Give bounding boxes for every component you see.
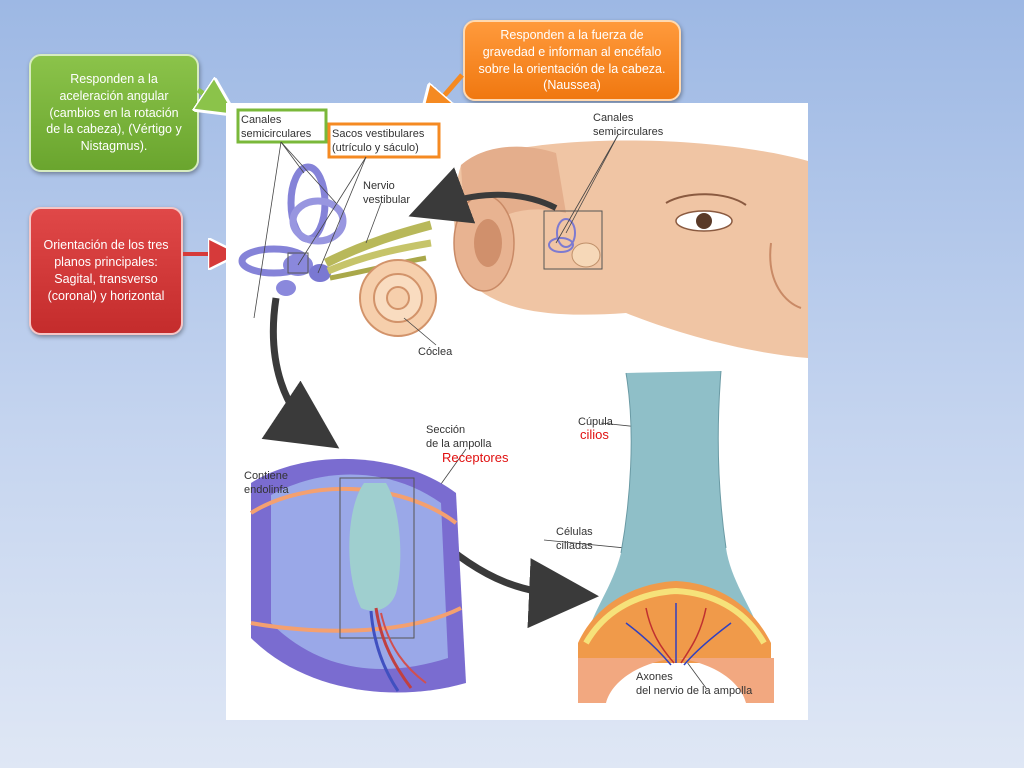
label-axones-line1: Axones (636, 671, 673, 683)
label-seccion-line1: Sección (426, 424, 465, 436)
label-canales2-line2: semicirculares (593, 126, 664, 138)
label-sacos-line1: Sacos vestibulares (332, 128, 425, 140)
labyrinth-illustration (238, 163, 437, 337)
arrow-face-to-ear (408, 167, 558, 224)
label-axones-line2: del nervio de la ampolla (636, 685, 753, 697)
label-canales2-line1: Canales (593, 112, 634, 124)
label-celulas-line1: Células (556, 526, 593, 538)
label-sacos-line2: (utrículo y sáculo) (332, 142, 419, 154)
label-nervio-line2: vestibular (363, 194, 410, 206)
label-seccion-line2: de la ampolla (426, 438, 492, 450)
canales-highlight-box (236, 108, 328, 144)
label-coclea: Cóclea (418, 346, 453, 358)
label-cupula: Cúpula (578, 416, 614, 428)
label-cilios: cilios (580, 427, 609, 442)
green-arrow (198, 90, 228, 110)
label-canales-line2: semicirculares (241, 128, 312, 140)
label-contiene-line1: Contiene (244, 470, 288, 482)
label-nervio-line1: Nervio (363, 180, 395, 192)
inner-ear-figure: Canales semicirculares Sacos vestibulare… (226, 103, 808, 720)
face-illustration (453, 140, 808, 358)
callout-vestibular-sacs: Responden a la fuerza de gravedad e info… (463, 20, 681, 101)
arrow-ear-to-section (261, 297, 340, 449)
sacos-highlight-box (327, 122, 441, 159)
label-celulas-line2: ciliadas (556, 540, 593, 552)
callout-semicircular-canals: Responden a la aceleración angular (camb… (29, 54, 199, 172)
cupula-illustration (578, 370, 774, 703)
callout-three-planes: Orientación de los tres planos principal… (29, 207, 183, 335)
label-receptores: Receptores (442, 450, 509, 465)
ampulla-section-illustration (249, 458, 466, 693)
label-contiene-line2: endolinfa (244, 484, 290, 496)
inset-inner-ear (543, 210, 603, 270)
label-canales-line1: Canales (241, 114, 282, 126)
